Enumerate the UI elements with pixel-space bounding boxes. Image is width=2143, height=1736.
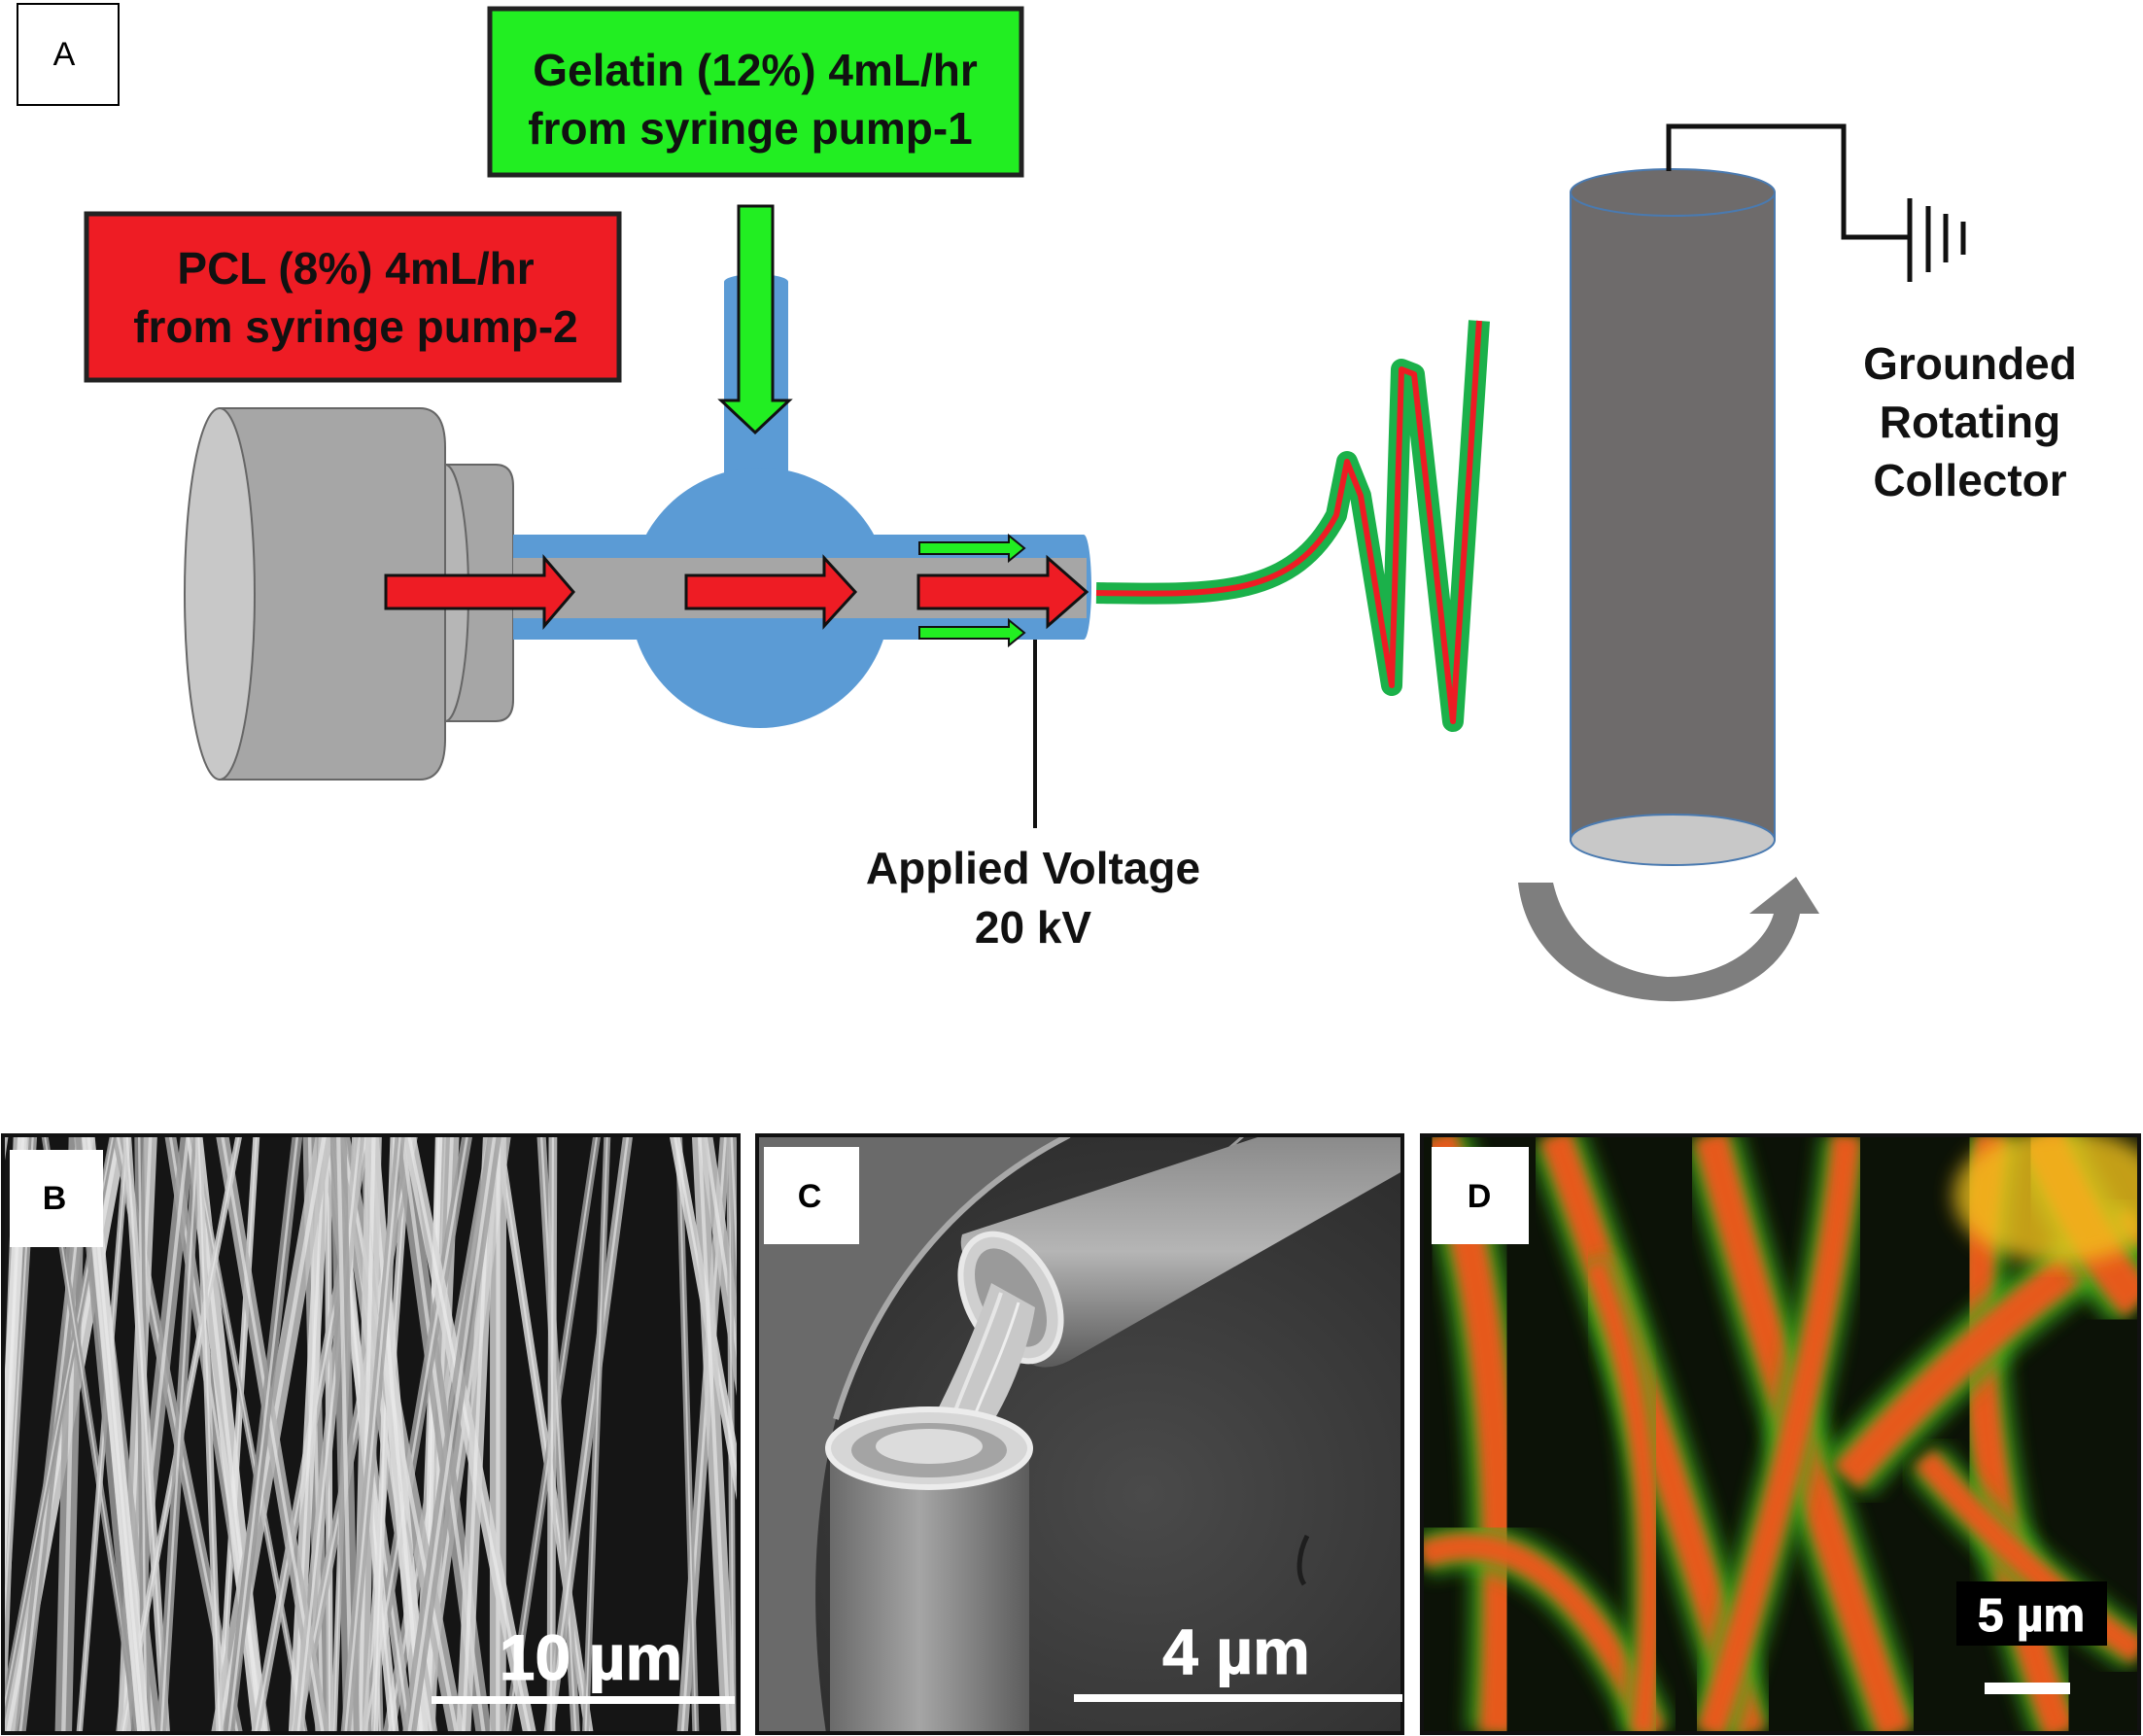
rotating-collector — [1570, 168, 1776, 866]
pcl-source-line2: from syringe pump-2 — [133, 301, 578, 352]
panel-c: C 4 µm — [755, 1133, 1404, 1735]
panel-a-label-box — [17, 3, 120, 106]
panel-b-scale-bar — [432, 1696, 735, 1704]
ground-symbol — [1666, 123, 1966, 282]
panel-a: A Gelatin (12%) 4mL/hr from syringe pump… — [17, 3, 2077, 1002]
collector-label-line2: Rotating — [1880, 397, 2061, 447]
gelatin-sheath-arrow-top — [918, 533, 1026, 564]
panel-b-label-box — [10, 1150, 103, 1247]
collector-label-line1: Grounded — [1863, 338, 2077, 389]
gelatin-source-line1: Gelatin (12%) 4mL/hr — [533, 45, 978, 95]
collector-label-line3: Collector — [1873, 455, 2066, 505]
panel-c-label-box — [764, 1147, 859, 1244]
panel-c-scale-label: 4 µm — [1162, 1615, 1310, 1687]
sem-fiber-mesh-image — [3, 1135, 739, 1733]
panel-d: D 5 µm — [1420, 1133, 2141, 1735]
fiber-jet — [1095, 320, 1490, 732]
gelatin-feed-arrow — [717, 204, 793, 435]
gelatin-source-box — [487, 6, 1024, 178]
rotation-arrow-icon — [1518, 877, 1819, 1002]
fluorescence-fiber-image — [1422, 1135, 2139, 1733]
pcl-flow-arrow-1 — [384, 553, 575, 631]
gelatin-sheath-arrow-bottom — [918, 617, 1026, 648]
panel-d-scale-bar — [1985, 1683, 2070, 1694]
syringe-pump — [184, 407, 514, 781]
gelatin-source-line2: from syringe pump-1 — [528, 103, 973, 154]
panel-c-scale-bar — [1074, 1694, 1402, 1702]
panel-a-label: A — [53, 36, 76, 73]
panel-c-label: C — [798, 1178, 822, 1215]
panel-d-label-box — [1432, 1147, 1529, 1244]
panel-b-scale-label: 10 µm — [500, 1621, 682, 1693]
pcl-flow-arrow-3 — [916, 554, 1089, 630]
panel-d-scale-label: 5 µm — [1978, 1590, 2085, 1642]
voltage-label-line1: Applied Voltage — [866, 843, 1200, 893]
panel-d-label: D — [1468, 1178, 1492, 1215]
panel-b-label: B — [43, 1180, 67, 1217]
sem-core-shell-image — [757, 1135, 1402, 1733]
pcl-flow-arrow-2 — [684, 554, 858, 630]
panel-d-scale-label-box — [1956, 1581, 2107, 1646]
panel-b: B 10 µm — [1, 1133, 741, 1735]
pcl-source-box — [84, 211, 622, 383]
pcl-source-line1: PCL (8%) 4mL/hr — [177, 243, 534, 294]
voltage-label-line2: 20 kV — [975, 902, 1092, 953]
